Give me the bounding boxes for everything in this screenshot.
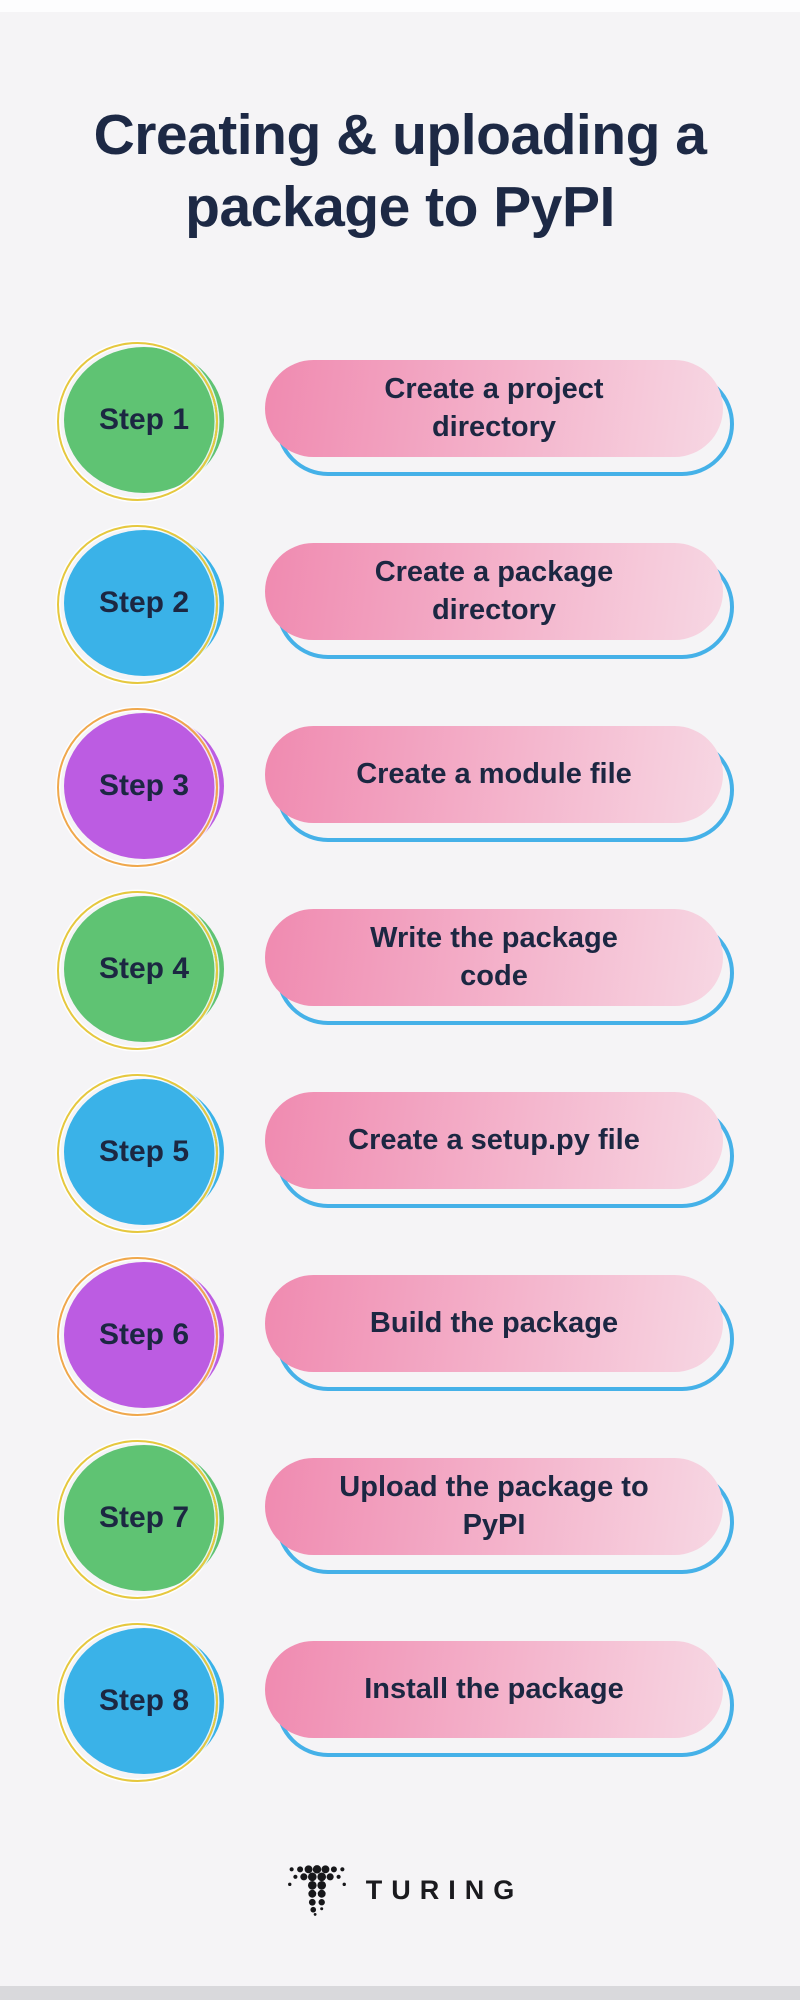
pill-text-line-1: Build the package — [369, 1306, 619, 1339]
pill-text-line-1: Write the package — [370, 922, 618, 955]
step-circle-ring — [57, 708, 218, 867]
step-circle-ring — [57, 1074, 218, 1233]
pill-text-line-2: code — [460, 959, 528, 992]
title-line-1: Creating & uploading a — [93, 103, 707, 167]
step-pill: Install the package — [265, 1641, 723, 1738]
step-circle-ring — [57, 891, 218, 1050]
step-row-1: Create a project directory Step 1 — [0, 329, 800, 512]
step-row-5: Create a setup.py file Step 5 — [0, 1061, 800, 1244]
step-circle-ring — [57, 1623, 218, 1782]
step-pill: Write the package code — [265, 909, 723, 1006]
pill-text-line-1: Create a module file — [356, 757, 632, 790]
step-pill: Create a setup.py file — [265, 1092, 723, 1189]
top-strip — [0, 0, 800, 12]
brand-name: TURING — [365, 1874, 524, 1905]
step-row-3: Create a module file Step 3 — [0, 695, 800, 878]
step-pill: Create a package directory — [265, 543, 723, 640]
step-row-2: Create a package directory Step 2 — [0, 512, 800, 695]
step-circle-ring — [57, 1257, 218, 1416]
pill-text-line-1: Upload the package to — [339, 1471, 649, 1504]
pill-text-line-1: Create a package — [374, 556, 614, 589]
footer-brand: TURING — [0, 1862, 800, 1918]
step-circle-ring — [57, 1440, 218, 1599]
pill-text-line-2: directory — [431, 410, 557, 443]
bottom-strip — [0, 1986, 800, 2000]
turing-dot-t-icon — [287, 1865, 346, 1916]
step-pill: Create a project directory — [265, 360, 723, 457]
step-pill: Upload the package to PyPI — [265, 1458, 723, 1555]
step-circle-ring — [57, 342, 218, 501]
pill-text-line-1: Create a project — [384, 373, 604, 406]
step-row-6: Build the package Step 6 — [0, 1244, 800, 1427]
step-pill: Build the package — [265, 1275, 723, 1372]
pill-text-line-1: Install the package — [364, 1672, 624, 1705]
step-row-7: Upload the package to PyPI Step 7 — [0, 1427, 800, 1610]
title-line-2: package to PyPI — [185, 174, 615, 239]
pill-text-line-2: PyPI — [462, 1508, 526, 1541]
page-title: Creating & uploading a package to PyPI — [0, 100, 800, 244]
pill-text-line-1: Create a setup.py file — [348, 1123, 640, 1156]
step-row-4: Write the package code Step 4 — [0, 878, 800, 1061]
step-row-8: Install the package Step 8 — [0, 1610, 800, 1793]
pill-text-line-2: directory — [431, 593, 557, 626]
step-circle-ring — [57, 525, 218, 684]
step-pill: Create a module file — [265, 726, 723, 823]
